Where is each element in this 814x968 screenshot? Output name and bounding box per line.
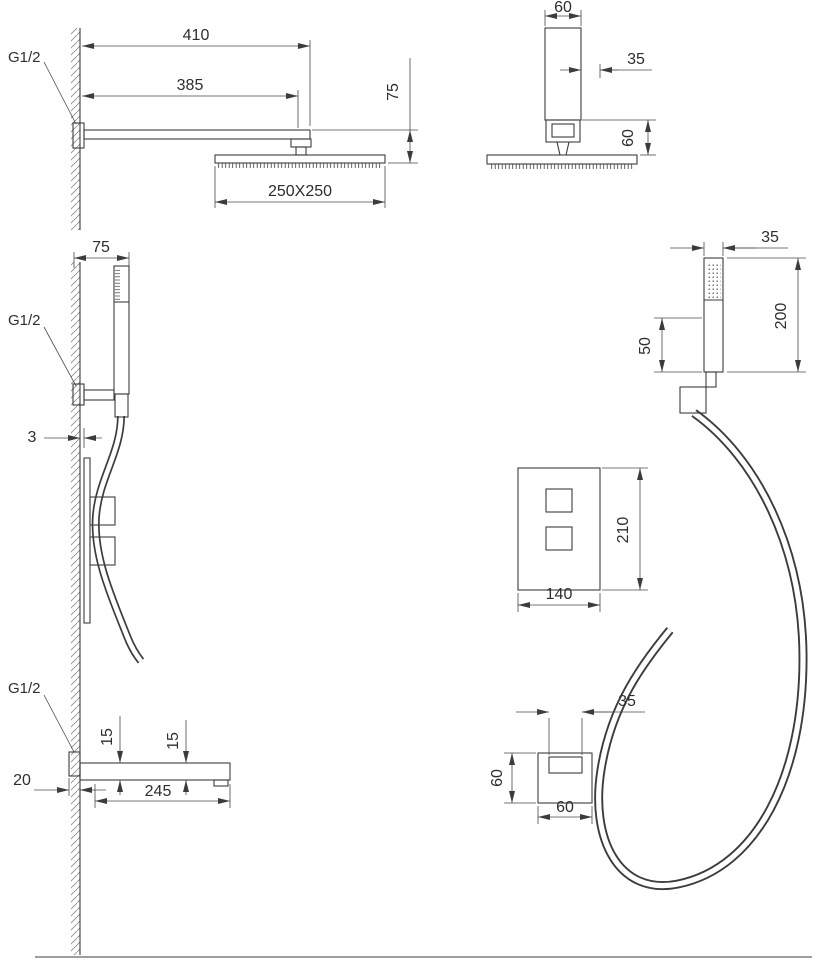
dim-410: 410 — [82, 27, 311, 126]
wall-hatching — [71, 28, 80, 230]
spout-side-view: G1/2 15 15 20 245 — [8, 680, 231, 808]
dim-label: 75 — [92, 239, 110, 256]
valve-trim-plate — [517, 467, 601, 591]
spray-face — [115, 269, 120, 300]
thread-label: G1/2 — [8, 49, 41, 66]
dim-35: 35 — [560, 51, 652, 78]
valve-knob-lower — [545, 526, 573, 551]
dim-label: 60 — [489, 769, 506, 787]
dim-label: 20 — [13, 772, 31, 789]
nozzle-row — [218, 163, 382, 168]
dim-60-top: 60 — [544, 0, 582, 26]
hose-connector — [114, 393, 129, 418]
dim-label: 385 — [177, 77, 204, 94]
dim-35: 35 — [516, 693, 645, 755]
leader-line — [43, 694, 75, 753]
dim-3: 3 — [28, 428, 102, 448]
shower-arm — [83, 129, 311, 140]
leader-line — [43, 326, 77, 387]
nozzle-row — [490, 164, 634, 169]
wall-outlet-bracket — [679, 386, 707, 414]
dim-75: 75 — [312, 58, 418, 164]
rain-shower-front-view: 60 35 60 — [486, 0, 656, 169]
dim-label: 75 — [385, 83, 402, 101]
dim-200: 200 — [727, 257, 806, 373]
dim-label: 35 — [761, 229, 779, 246]
elbow-stub — [705, 371, 717, 388]
hand-shower-hose — [91, 415, 145, 664]
spout-opening — [548, 756, 583, 774]
shower-head-plate — [486, 154, 638, 165]
dim-60-bottom: 60 — [537, 799, 593, 824]
connector-inner — [551, 123, 575, 138]
dim-label: 3 — [28, 429, 37, 446]
dim-385: 385 — [82, 77, 299, 128]
spout-body — [79, 762, 231, 781]
valve-knob-upper — [89, 496, 116, 526]
dim-label: 210 — [615, 517, 632, 544]
hand-shower-hose-loop — [594, 409, 808, 891]
wall-hatching — [71, 262, 80, 955]
valve-knob-upper — [545, 488, 573, 513]
hose-inner — [93, 415, 143, 663]
dim-label: 35 — [627, 51, 645, 68]
dim-label: 15 — [165, 732, 182, 750]
dim-label: 50 — [637, 337, 654, 355]
dim-210: 210 — [602, 467, 648, 591]
dim-label: 60 — [556, 799, 574, 816]
dim-label: 200 — [773, 303, 790, 330]
shower-head-plate — [214, 154, 386, 164]
supply-pipe — [544, 27, 582, 121]
dim-label: 35 — [618, 693, 636, 710]
valve-trim-plate — [83, 457, 91, 624]
dim-label: 250X250 — [268, 183, 332, 200]
leader-line — [43, 61, 77, 125]
spout-outlet — [213, 779, 229, 787]
dim-250x250: 250X250 — [214, 166, 386, 208]
hose-loop-inner — [596, 410, 806, 889]
dim-50: 50 — [637, 317, 702, 373]
valve-knob-lower — [89, 536, 116, 566]
thermostatic-valve-front-view: 210 140 — [517, 467, 648, 612]
hand-shower-side-view: 75 G1/2 3 — [8, 239, 145, 955]
holder-bracket — [83, 389, 115, 401]
connector-block — [545, 119, 581, 143]
thread-label: G1/2 — [8, 680, 41, 697]
dim-15-b: 15 — [165, 720, 189, 795]
ball-joint — [556, 141, 570, 156]
dim-label: 60 — [620, 129, 637, 147]
dim-245: 245 — [94, 783, 231, 808]
dim-label: 15 — [99, 728, 116, 746]
rain-shower-side-view: G1/2 410 385 75 250X250 — [8, 27, 418, 230]
dim-20: 20 — [13, 772, 106, 796]
dim-75: 75 — [73, 239, 130, 268]
spray-face — [706, 262, 721, 298]
dim-label: 410 — [183, 27, 210, 44]
dim-label: 140 — [546, 586, 573, 603]
dim-60-left: 60 — [489, 752, 536, 804]
spout-front-view: 35 60 60 — [489, 693, 645, 824]
ball-joint — [295, 146, 307, 156]
dim-60-right: 60 — [582, 119, 656, 156]
dim-15-a: 15 — [99, 716, 123, 795]
dim-140: 140 — [517, 586, 601, 612]
hand-shower-front-view: 35 200 50 — [594, 229, 808, 891]
arm-connector — [290, 138, 312, 148]
dim-label: 245 — [145, 783, 172, 800]
spout-face — [537, 752, 593, 804]
dim-35: 35 — [670, 229, 788, 256]
thread-label: G1/2 — [8, 312, 41, 329]
dim-label: 60 — [554, 0, 572, 16]
